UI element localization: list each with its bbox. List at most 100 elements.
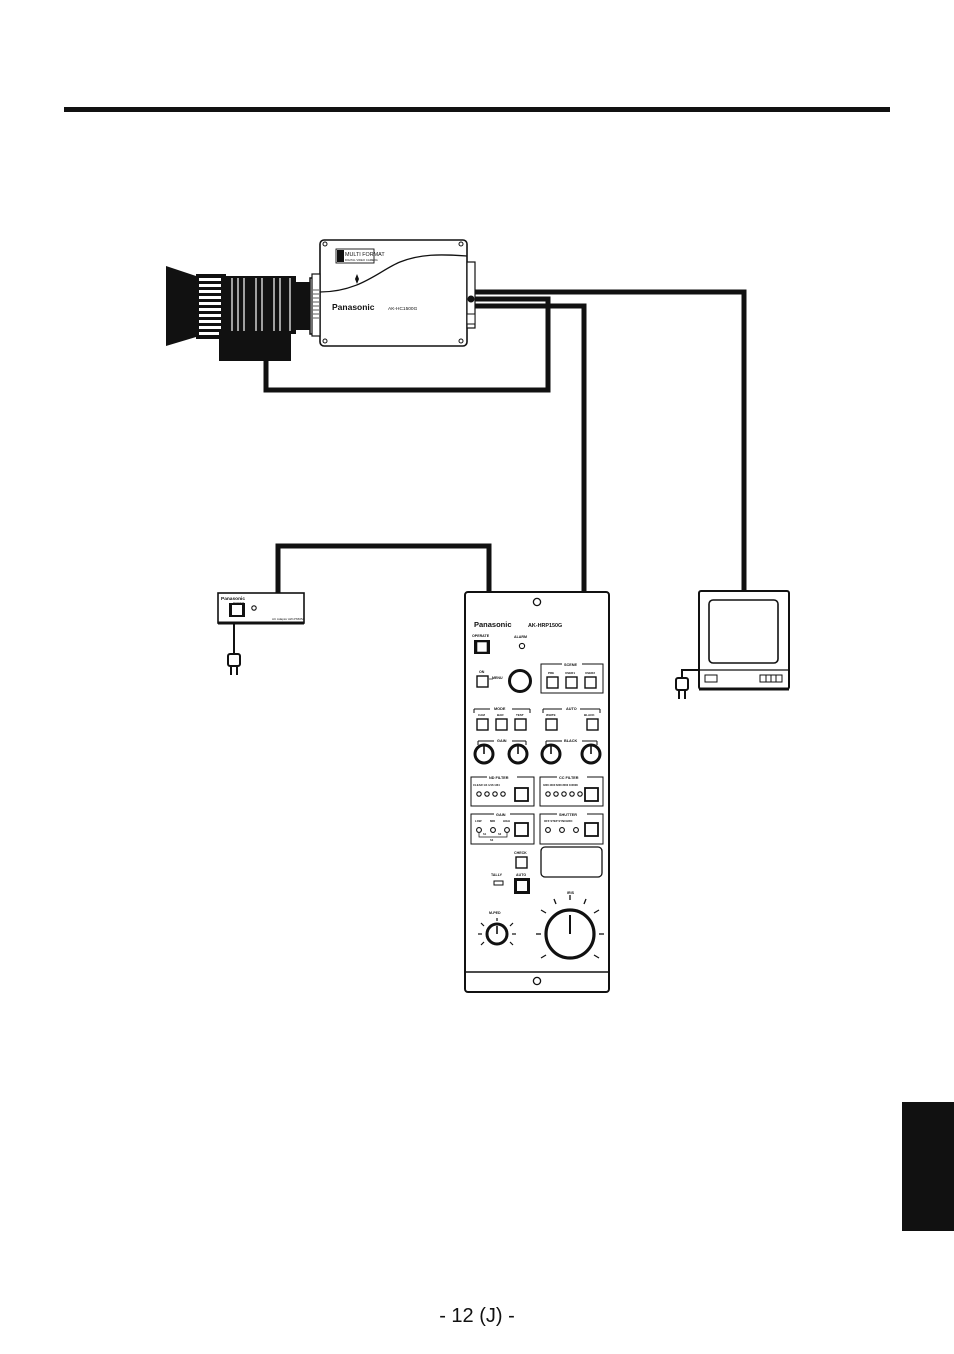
page-number: - 12 (J) - xyxy=(439,1305,515,1327)
cable-camera-to-monitor xyxy=(466,289,747,592)
shutter-button[interactable] xyxy=(584,822,599,837)
video-monitor xyxy=(675,590,790,699)
mode-cam-button[interactable] xyxy=(476,718,489,731)
auto-black-label: BLACK xyxy=(584,713,595,717)
cc-led-1 xyxy=(545,791,551,797)
auto-iris-label: AUTO xyxy=(516,873,526,877)
iris-label: IRIS xyxy=(567,891,575,895)
nd-filter-button[interactable] xyxy=(514,787,529,802)
cable-camera-to-rcu xyxy=(466,303,587,592)
monitor-power-cord xyxy=(681,669,699,678)
operate-label: OPERATE xyxy=(472,634,490,638)
mped-scale xyxy=(478,918,516,946)
gain-high-label: HIGH xyxy=(503,819,510,823)
lens-mount xyxy=(296,282,310,330)
monitor-screen xyxy=(708,599,779,664)
auto-title: AUTO xyxy=(566,707,577,711)
camera-badge-text1: MULTI FORMAT xyxy=(345,252,385,258)
nd-filter-title: ND FILTER xyxy=(489,776,509,780)
iris-scale xyxy=(536,895,604,959)
shutter-step-led xyxy=(559,827,565,833)
rcu-mount-hole-bottom xyxy=(532,976,542,986)
gain-sel-title: GAIN xyxy=(496,813,506,817)
gain-s2-label: S2 xyxy=(498,832,502,836)
mped-label: M-PED xyxy=(489,911,501,915)
cc-led-2 xyxy=(553,791,559,797)
gain-knob-title: GAIN xyxy=(497,739,507,743)
cc-led-5 xyxy=(577,791,583,797)
camera-badge-text2: DIGITAL VIDEO CAMERA xyxy=(345,258,378,262)
scene-pre-label: PRE xyxy=(548,671,554,675)
scene-pre-button[interactable] xyxy=(546,676,559,689)
on-button[interactable] xyxy=(476,675,489,688)
gain-s1-label: S1 xyxy=(483,832,487,836)
alarm-led xyxy=(518,642,526,650)
mode-bar-button[interactable] xyxy=(495,718,508,731)
scene-title: SCENE xyxy=(564,663,578,667)
cc-filter-button[interactable] xyxy=(584,787,599,802)
camera-rear-panel xyxy=(466,261,476,329)
shutter-title: SHUTTER xyxy=(559,813,577,817)
lens-drive-unit xyxy=(219,331,291,361)
auto-white-button[interactable] xyxy=(545,718,558,731)
auto-black-button[interactable] xyxy=(586,718,599,731)
check-button[interactable] xyxy=(515,856,528,869)
ac-adaptor: Panasonic POWER AC Adaptor AW-PS505A xyxy=(217,592,305,675)
gain-high-led xyxy=(504,827,510,833)
mode-test-label: TEST xyxy=(516,713,524,717)
menu-dial[interactable] xyxy=(508,669,532,693)
camera-model: AK-HC1500G xyxy=(388,306,418,312)
auto-white-label: WHITE xyxy=(546,713,556,717)
cc-filter-title: CC FILTER xyxy=(559,776,579,780)
check-label: CHECK xyxy=(514,851,527,855)
lens-hood xyxy=(166,266,196,346)
camera-head: MULTI FORMAT DIGITAL VIDEO CAMERA Panaso… xyxy=(311,239,476,347)
shutter-off-led xyxy=(545,827,551,833)
mode-test-button[interactable] xyxy=(514,718,527,731)
adaptor-plug-icon xyxy=(227,653,241,667)
shutter-synchro-led xyxy=(573,827,579,833)
section-side-tab xyxy=(902,1102,954,1231)
scene-user2-label: USER2 xyxy=(585,671,595,675)
nd-led-1 xyxy=(476,791,482,797)
zoom-lens xyxy=(166,266,321,361)
gain-mid-led xyxy=(490,827,496,833)
remote-control-unit: Panasonic AK-HRP150G OPERATE ALARM ON ME… xyxy=(464,591,610,993)
rcu-brand: Panasonic xyxy=(474,620,512,629)
scene-user1-label: USER1 xyxy=(565,671,575,675)
rcu-model: AK-HRP150G xyxy=(528,623,562,629)
cable-camera-to-lens xyxy=(263,296,551,393)
gain-sel-button[interactable] xyxy=(514,822,529,837)
tally-label: TALLY xyxy=(491,873,503,877)
shutter-positions: OFF STEP SYNCHRO xyxy=(544,819,573,823)
black-knob-title: BLACK xyxy=(564,739,578,743)
camera-screws xyxy=(322,241,464,344)
camera-front-curve xyxy=(319,254,468,293)
scene-user2-button[interactable] xyxy=(584,676,597,689)
auto-group xyxy=(542,708,601,713)
nd-led-3 xyxy=(492,791,498,797)
camera-mark-icon xyxy=(355,274,359,284)
cables xyxy=(263,289,747,593)
gain-low-label: LOW xyxy=(475,819,482,823)
monitor-control-panel xyxy=(704,674,718,683)
rcu-panel xyxy=(464,591,610,993)
rcu-mount-hole-top xyxy=(532,597,542,607)
lens-zoom-ring xyxy=(226,276,296,334)
menu-label: MENU xyxy=(492,676,503,680)
adaptor-model: AC Adaptor AW-PS505A xyxy=(272,617,305,621)
black-knob-group xyxy=(545,740,598,745)
monitor-plug-icon xyxy=(675,677,689,691)
lens-front-ring xyxy=(196,274,226,339)
nd-led-4 xyxy=(500,791,506,797)
camera-brand: Panasonic xyxy=(332,302,375,312)
alarm-label: ALARM xyxy=(514,635,527,639)
rcu-display-window xyxy=(540,846,603,878)
gain-low-led xyxy=(476,827,482,833)
lens-grip-pattern xyxy=(199,278,221,335)
scene-user1-button[interactable] xyxy=(565,676,578,689)
mode-group xyxy=(473,708,531,713)
adaptor-brand: Panasonic xyxy=(221,596,245,602)
mode-cam-label: CAM xyxy=(478,713,485,717)
